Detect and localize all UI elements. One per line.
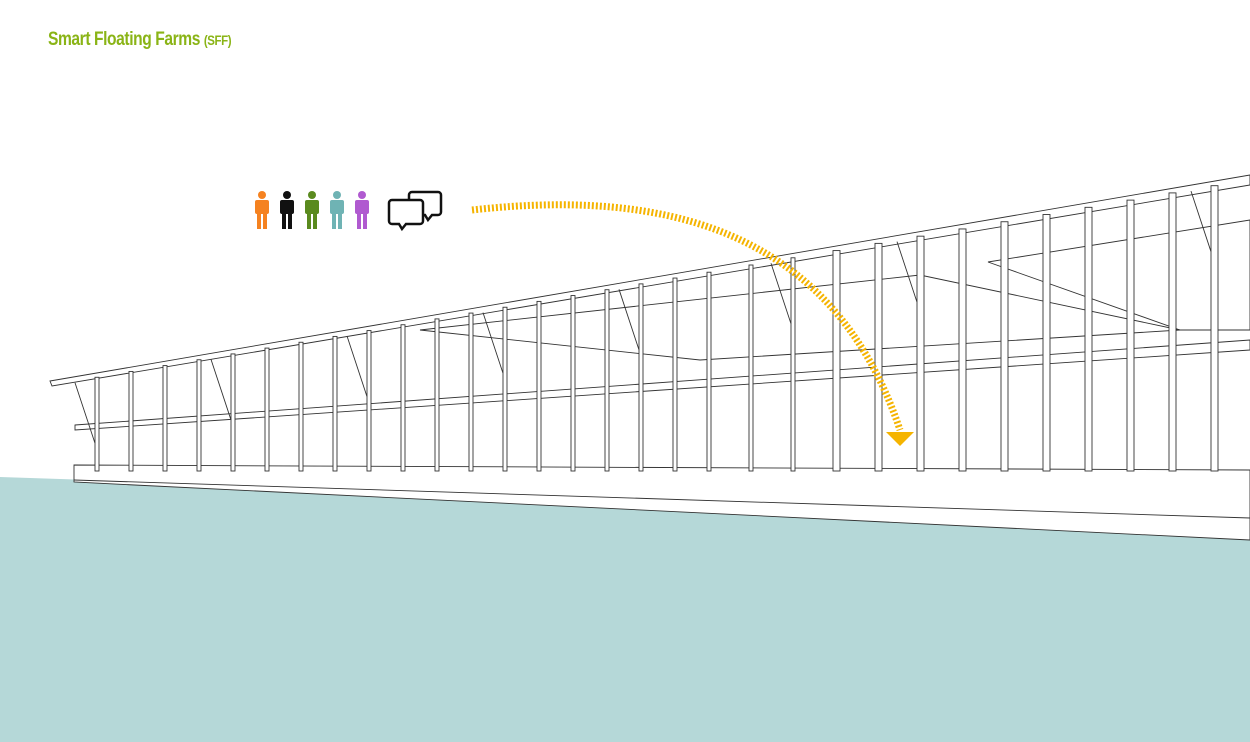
column — [230, 353, 236, 472]
page-title: Smart Floating Farms (SFF) — [48, 29, 232, 51]
column — [400, 324, 406, 472]
column — [604, 289, 610, 472]
brace — [618, 289, 640, 351]
column — [638, 283, 644, 472]
person-icon — [330, 191, 344, 229]
column — [434, 318, 440, 472]
column — [1126, 199, 1135, 472]
column — [672, 277, 678, 472]
column — [366, 330, 372, 472]
base-platform — [73, 464, 1250, 541]
title-abbr: (SFF) — [203, 32, 232, 48]
water — [0, 477, 1250, 742]
person-icon — [280, 191, 294, 229]
brace — [770, 263, 792, 324]
brace — [896, 241, 918, 303]
column — [332, 335, 338, 472]
column — [706, 271, 712, 472]
person-icon — [355, 191, 369, 229]
column — [832, 250, 841, 472]
column — [790, 257, 796, 472]
upper-deck-right — [987, 219, 1250, 331]
column — [468, 312, 474, 472]
column — [196, 359, 202, 472]
column — [536, 300, 542, 472]
column — [748, 264, 754, 472]
column — [502, 306, 508, 472]
brace — [74, 382, 96, 444]
column — [1084, 206, 1093, 472]
mid-slab — [74, 339, 1250, 431]
column — [570, 295, 576, 472]
brace — [210, 359, 232, 421]
column — [94, 376, 100, 472]
person-icon — [255, 191, 269, 229]
column — [1210, 185, 1219, 472]
roof-slab — [49, 174, 1250, 387]
column — [1000, 221, 1009, 472]
column — [298, 341, 304, 472]
column — [128, 370, 134, 472]
brace — [1190, 190, 1212, 252]
flow-arrow-head — [886, 432, 914, 446]
column — [1042, 214, 1051, 472]
brace — [482, 312, 504, 374]
column — [162, 365, 168, 472]
column — [264, 347, 270, 472]
speech-bubbles-icon — [387, 190, 443, 232]
column — [1168, 192, 1177, 472]
column — [874, 242, 883, 472]
floating-farm-structure — [49, 174, 1250, 541]
person-icon — [305, 191, 319, 229]
brace — [346, 335, 368, 397]
column — [958, 228, 967, 472]
people-group — [255, 191, 369, 229]
title-main: Smart Floating Farms — [48, 29, 200, 50]
column — [916, 235, 925, 472]
base-edge — [73, 479, 1250, 519]
